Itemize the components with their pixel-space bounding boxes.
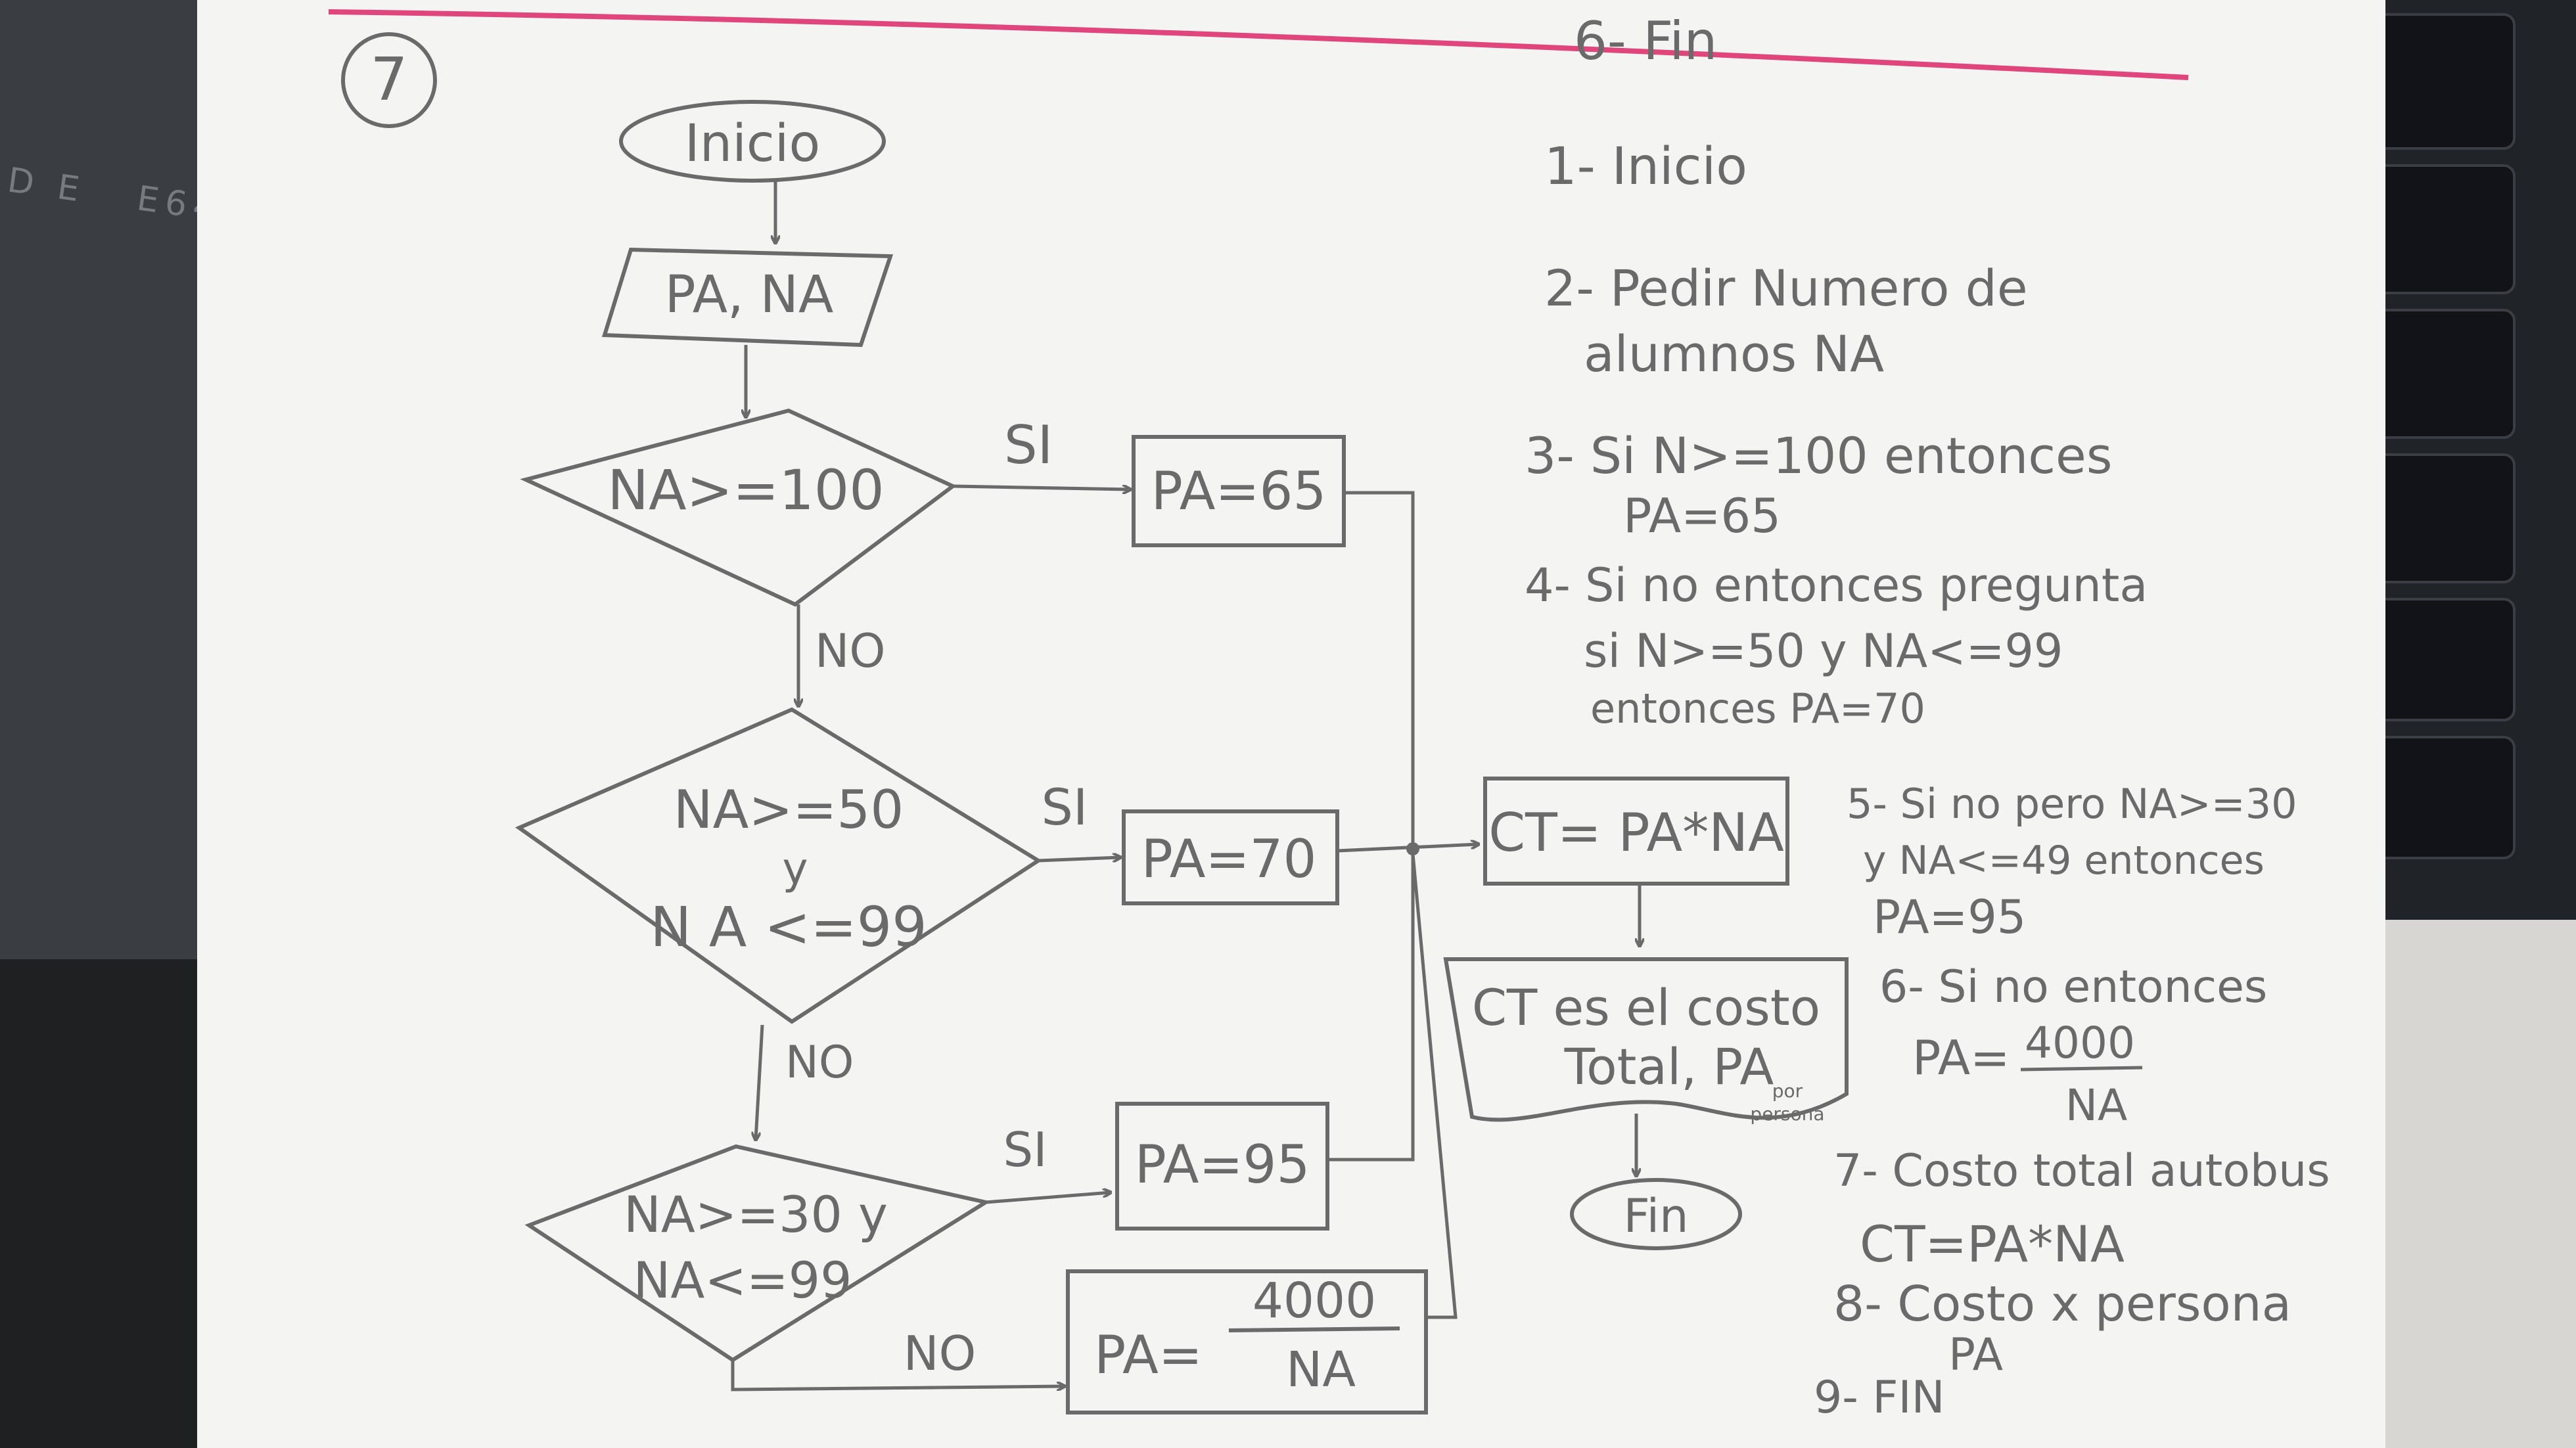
decision1-label: NA>=100 [607,458,884,522]
step-6-numerator: 4000 [2025,1018,2135,1068]
step-1: 1- Inicio [1544,137,1747,196]
decision3-line1: NA>=30 y [624,1185,888,1244]
assign-pa95-box [1115,1102,1329,1231]
start-terminal [619,100,886,183]
step-5-line2: y NA<=49 entonces [1863,838,2265,884]
arrow-decision1-yes [952,484,1130,489]
step-4-line2: si N>=50 y NA<=99 [1584,624,2063,678]
output-small2: persona [1750,1103,1824,1125]
pink-rule-line [328,9,2189,80]
assign-formula-denominator: NA [1286,1342,1356,1398]
header-note: 6- Fin [1574,11,1717,72]
assign-formula-left: PA= [1094,1324,1203,1386]
decision3-yes-label: SI [1003,1122,1047,1177]
paper-sheet [197,0,2385,1448]
step-4-line3: entonces PA=70 [1590,685,1925,733]
page-number: 7 [370,45,407,114]
step-2-line2: alumnos NA [1584,325,1884,383]
step-9: 9- FIN [1814,1372,1944,1424]
assign-formula-box [1066,1269,1428,1414]
assign-formula-fraction-bar [1228,1326,1400,1332]
arrow-decision2-no [756,1024,764,1140]
end-terminal [1570,1178,1742,1250]
process-ct-label: CT= PA*NA [1488,802,1784,863]
decision2-line1: NA>=50 [674,779,904,840]
decision2-line3: N A <=99 [650,895,927,959]
input-box [601,247,894,348]
connector-formula [1411,853,1458,1319]
step-6-formula-left: PA= [1912,1030,2010,1085]
step-5-line3: PA=95 [1873,890,2026,944]
start-label: Inicio [685,114,820,173]
end-label: Fin [1624,1189,1689,1243]
arrow-decision2-yes [1038,857,1120,863]
assign-pa65-label: PA=65 [1151,461,1327,522]
arrow-decision3-no [731,1360,1065,1391]
step-8-line1: 8- Costo x persona [1833,1276,2291,1332]
step-4-line1: 4- Si no entonces pregunta [1525,558,2148,612]
step-7-line1: 7- Costo total autobus [1833,1145,2330,1197]
step-6-line1: 6- Si no entonces [1879,961,2267,1013]
process-ct-box [1483,777,1789,886]
decision2-no-label: NO [785,1037,854,1089]
decision2-line2: y [782,844,808,894]
decision2-yes-label: SI [1042,778,1088,836]
step-6-denominator: NA [2065,1080,2128,1131]
output-small1: por [1772,1080,1803,1102]
connector-pa95 [1327,854,1415,1162]
decision3-no-label: NO [904,1326,977,1381]
page-number-circle [341,32,437,128]
connector-pa65 [1344,491,1415,854]
algorithm-steps: 1- Inicio 2- Pedir Numero de alumnos NA … [1525,137,2330,1424]
output-line1: CT es el costo [1472,978,1820,1037]
assign-pa95-label: PA=95 [1135,1134,1310,1195]
step-6-fraction-bar [2020,1066,2143,1072]
input-label: PA, NA [665,265,834,325]
assign-pa70-box [1122,809,1339,905]
decision3-line2: NA<=99 [633,1251,852,1309]
decision2-diamond [515,707,1042,1024]
junction-dot [1406,842,1419,855]
step-3-line1: 3- Si N>=100 entonces [1525,426,2112,485]
assign-formula-numerator: 4000 [1253,1273,1376,1329]
step-3-line2: PA=65 [1623,488,1781,543]
step-8-line2: PA [1948,1329,2003,1381]
output-line2: Total, PA [1564,1037,1774,1096]
arrow-decision3-yes [985,1192,1111,1204]
decision1-yes-label: SI [1004,415,1053,476]
step-5-line1: 5- Si no pero NA>=30 [1847,780,2297,828]
decision1-no-label: NO [815,624,885,678]
step-2-line1: 2- Pedir Numero de [1544,259,2028,317]
assign-pa70-label: PA=70 [1141,828,1317,890]
step-7-line2: CT=PA*NA [1860,1215,2125,1273]
output-document [1443,957,1849,1122]
